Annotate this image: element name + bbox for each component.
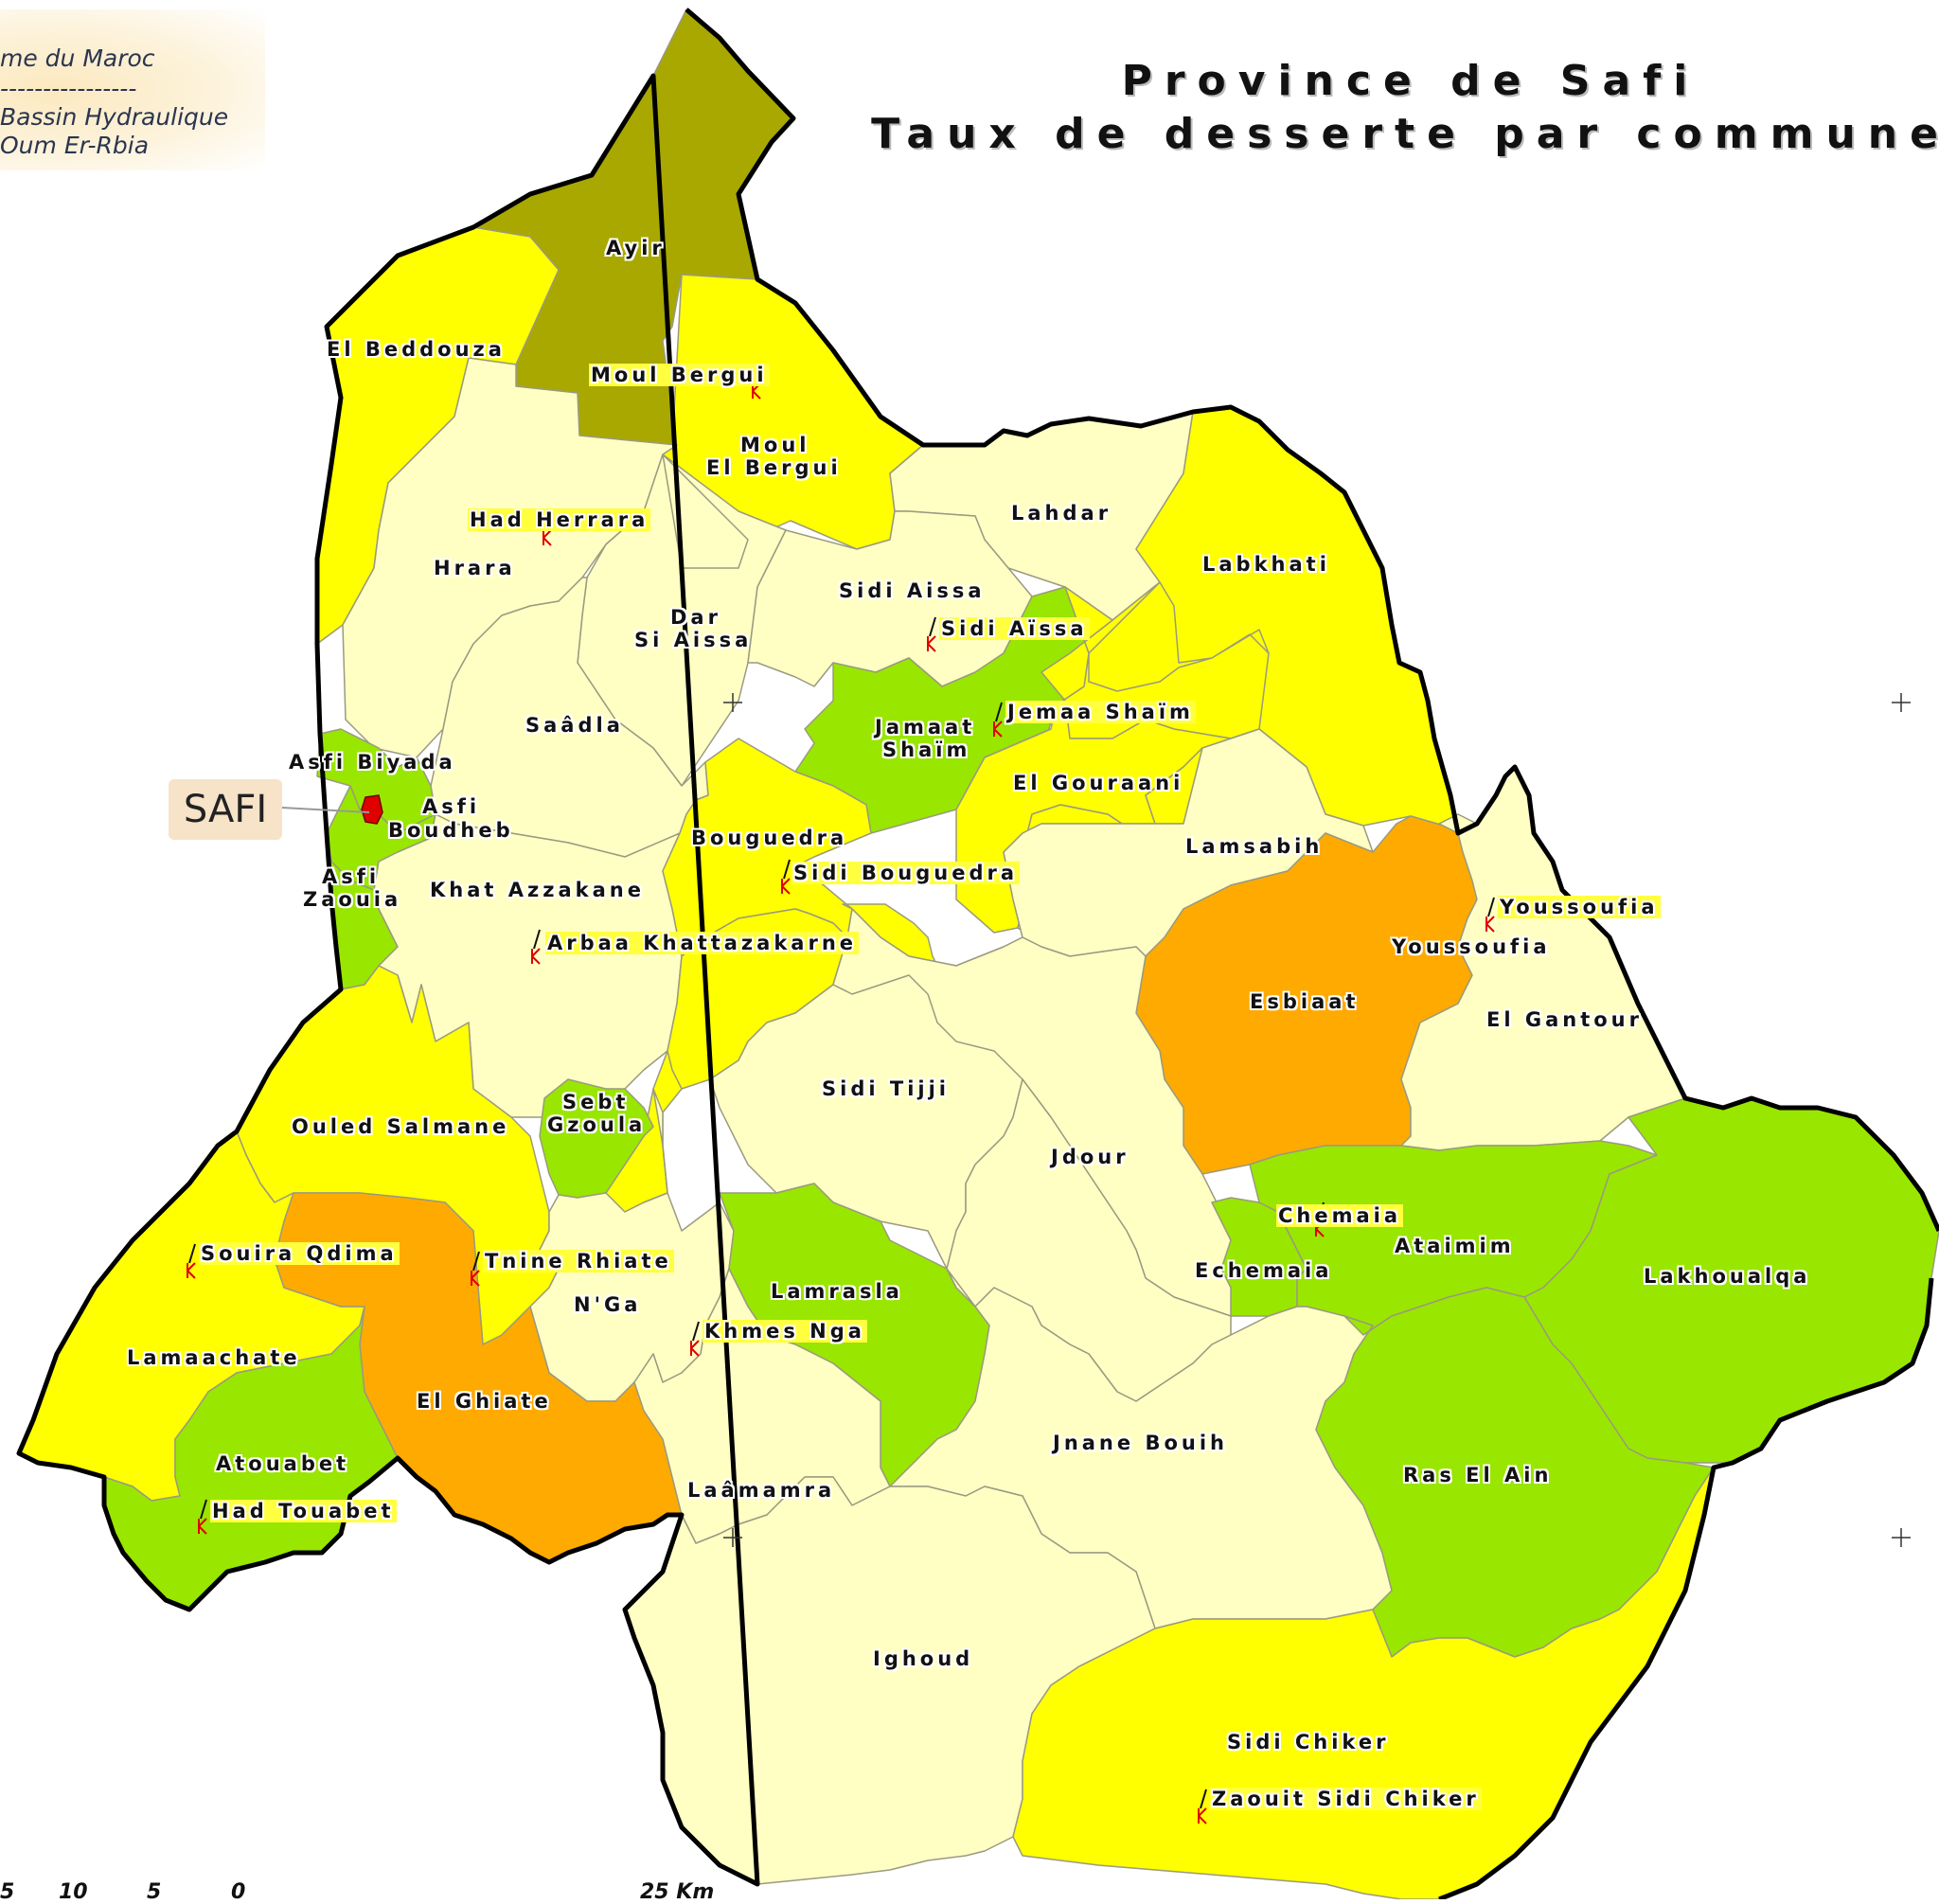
commune-label: Sebt bbox=[562, 1091, 630, 1113]
commune-label: Hrara bbox=[434, 557, 516, 579]
org-line-4: Oum Er-Rbia bbox=[0, 132, 150, 159]
centre-leader-line bbox=[533, 929, 541, 950]
commune-label: Youssoufia bbox=[1392, 935, 1551, 958]
centre-symbol-icon bbox=[198, 1518, 207, 1535]
commune-label: El Gantour bbox=[1486, 1008, 1643, 1031]
commune-label: Asfi Biyada bbox=[289, 751, 456, 774]
centre-label: Zaouit Sidi Chiker bbox=[1210, 1788, 1482, 1810]
centre-label: Chemaia bbox=[1276, 1204, 1404, 1227]
centre-leader-line bbox=[929, 616, 936, 637]
centre-label: Jemaa Shaïm bbox=[1005, 701, 1196, 723]
commune-label: Asfi bbox=[422, 795, 481, 818]
centre-label: Tnine Rhiate bbox=[483, 1250, 674, 1272]
commune-label: Dar bbox=[670, 606, 721, 629]
centre-symbol-icon bbox=[993, 721, 1003, 738]
commune-label: Shaïm bbox=[882, 738, 971, 761]
centre-label: Khmes Nga bbox=[703, 1320, 867, 1343]
org-line-2: ---------------- bbox=[0, 75, 137, 102]
commune-label: Sidi Aissa bbox=[839, 579, 986, 602]
centre-label: Sidi Bouguedra bbox=[792, 862, 1021, 884]
scale-label: 10 bbox=[59, 1880, 88, 1904]
commune-label: Asfi bbox=[322, 865, 381, 888]
safi-city-marker bbox=[361, 794, 383, 825]
commune-label: Esbiaat bbox=[1250, 990, 1360, 1013]
commune-label: Bouguedra bbox=[691, 827, 848, 849]
centre-symbol-icon bbox=[531, 948, 541, 965]
commune-label: Lamrasla bbox=[771, 1280, 903, 1303]
commune-label: N'Ga bbox=[574, 1293, 642, 1316]
commune-label: El Bergui bbox=[706, 456, 842, 479]
centre-label: Had Touabet bbox=[210, 1500, 397, 1522]
commune-label: Ataimim bbox=[1395, 1235, 1515, 1257]
centre-label: Souira Qdima bbox=[199, 1242, 400, 1265]
commune-label: Lamsabih bbox=[1185, 835, 1324, 858]
scale-label: 5 bbox=[147, 1880, 162, 1904]
commune-label: Ayir bbox=[606, 237, 666, 259]
centre-symbol-icon bbox=[1198, 1807, 1207, 1824]
commune-label: Si Aissa bbox=[634, 629, 753, 651]
commune-label: Moul bbox=[740, 434, 810, 456]
commune-label: El Beddouza bbox=[327, 338, 506, 361]
commune-label: Ouled Salmane bbox=[292, 1115, 510, 1138]
commune-label: Ras El Ain bbox=[1403, 1464, 1553, 1486]
centre-leader-line bbox=[783, 859, 791, 880]
commune-label: Jnane Bouih bbox=[1053, 1432, 1228, 1454]
organisation-block: me du Maroc ---------------- Bassin Hydr… bbox=[0, 9, 265, 170]
scale-label: 5 bbox=[0, 1880, 15, 1904]
commune-label: Atouabet bbox=[216, 1452, 350, 1475]
commune-label: Labkhati bbox=[1202, 553, 1330, 576]
centre-symbol-icon bbox=[471, 1270, 480, 1287]
centre-symbol-icon bbox=[543, 529, 552, 546]
org-line-1: me du Maroc bbox=[0, 44, 155, 72]
centre-label: Arbaa Khattazakarne bbox=[545, 932, 860, 954]
commune-label: Saâdla bbox=[525, 714, 624, 737]
title-line-2: Taux de desserte par commune bbox=[871, 110, 1939, 158]
centre-label: Moul Bergui bbox=[589, 364, 770, 386]
commune-label: Boudheb bbox=[388, 819, 514, 842]
centre-symbol-icon bbox=[690, 1340, 700, 1357]
commune-label: Echemaia bbox=[1195, 1259, 1333, 1282]
safi-callout: SAFI bbox=[169, 779, 282, 840]
region-sebt-gzoula bbox=[539, 1078, 654, 1199]
centre-label: Sidi Aïssa bbox=[939, 617, 1090, 640]
scale-label: 0 bbox=[231, 1880, 246, 1904]
title-line-1: Province de Safi bbox=[1121, 57, 1700, 105]
centre-symbol-icon bbox=[187, 1262, 196, 1279]
province-outline bbox=[16, 8, 1939, 1899]
graticule bbox=[723, 693, 1911, 1547]
commune-label: Ighoud bbox=[873, 1647, 974, 1670]
commune-label: Lakhoualqa bbox=[1644, 1265, 1811, 1288]
commune-label: Jamaat bbox=[875, 716, 976, 738]
centre-leader-line bbox=[472, 1251, 480, 1272]
commune-label: Zaouia bbox=[303, 888, 402, 911]
commune-label: El Gouraani bbox=[1013, 772, 1184, 794]
centre-leader-line bbox=[1200, 1788, 1207, 1809]
org-line-3: Bassin Hydraulique bbox=[0, 103, 229, 131]
safi-leader-line bbox=[281, 807, 370, 813]
commune-label: Jdour bbox=[1051, 1146, 1130, 1168]
centre-symbol-icon bbox=[927, 635, 936, 652]
centre-leader-line bbox=[188, 1243, 196, 1264]
commune-label: Lamaachate bbox=[127, 1346, 301, 1369]
commune-label: Laâmamra bbox=[687, 1479, 836, 1502]
centre-label: Had Herrara bbox=[468, 508, 651, 531]
centre-leader-line bbox=[995, 702, 1003, 722]
commune-label: Gzoula bbox=[547, 1113, 647, 1136]
centre-leader-line bbox=[200, 1499, 207, 1520]
commune-label: Sidi Chiker bbox=[1227, 1731, 1390, 1753]
commune-label: Sidi Tijji bbox=[822, 1077, 950, 1100]
commune-label: Lahdar bbox=[1011, 502, 1112, 525]
centre-leader-line bbox=[1487, 897, 1495, 917]
centre-symbol-icon bbox=[781, 878, 791, 895]
map-title: Province de Safi Taux de desserte par co… bbox=[852, 55, 1939, 161]
centre-label: Youssoufia bbox=[1498, 896, 1661, 918]
centre-leader-line bbox=[692, 1321, 700, 1342]
centre-symbol-icon bbox=[1485, 916, 1495, 933]
scale-label: 25 Km bbox=[640, 1880, 715, 1904]
commune-label: El Ghiate bbox=[417, 1390, 552, 1413]
commune-label: Khat Azzakane bbox=[430, 879, 645, 901]
